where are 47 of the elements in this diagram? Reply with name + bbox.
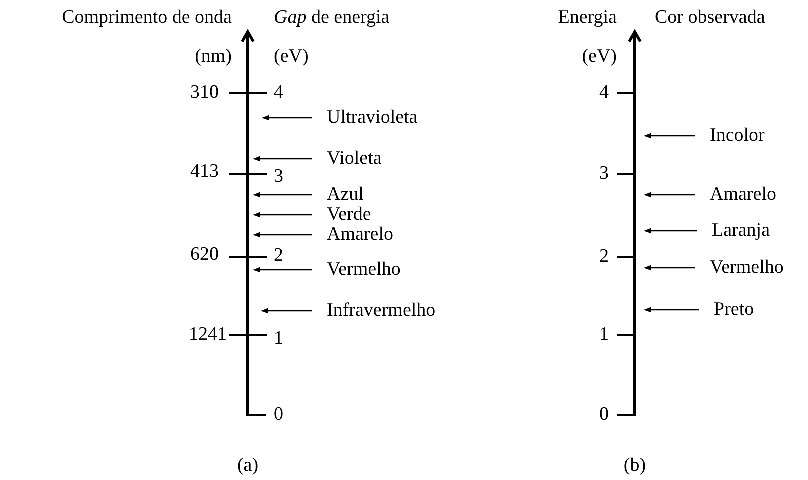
leader-arrow bbox=[644, 192, 695, 198]
leader-arrow bbox=[644, 307, 699, 313]
leader-arrow bbox=[644, 133, 695, 139]
axis-title: Gap de energia bbox=[274, 7, 390, 29]
tick-label: 2 bbox=[600, 249, 609, 265]
color-name: Vermelho bbox=[710, 257, 784, 279]
leader-arrow bbox=[262, 115, 312, 121]
color-name: Incolor bbox=[710, 125, 765, 147]
axis-unit: (eV) bbox=[274, 46, 309, 68]
leader-arrow bbox=[253, 232, 312, 238]
tick-label: 1 bbox=[600, 327, 609, 343]
axis-title: Energia bbox=[558, 7, 617, 29]
color-name: Amarelo bbox=[710, 184, 776, 206]
color-name: Preto bbox=[714, 299, 754, 321]
tick-label: 3 bbox=[600, 166, 609, 182]
color-name: Laranja bbox=[712, 220, 770, 242]
leader-arrow bbox=[253, 212, 312, 218]
leader-arrow bbox=[644, 265, 695, 271]
tick-label: 4 bbox=[600, 85, 609, 101]
leader-arrow bbox=[253, 156, 312, 162]
leader-arrow bbox=[644, 228, 697, 234]
leader-arrow bbox=[253, 192, 312, 198]
panel-label: (b) bbox=[624, 455, 646, 477]
color-name: Azul bbox=[327, 184, 364, 206]
tick-label: 4 bbox=[274, 85, 284, 101]
tick-label: 620 bbox=[190, 247, 219, 263]
color-name: Infravermelho bbox=[327, 300, 436, 322]
panel-label: (a) bbox=[237, 455, 259, 477]
axis-title: Cor observada bbox=[655, 7, 766, 29]
tick-label: 1241 bbox=[189, 327, 227, 343]
color-name: Ultravioleta bbox=[327, 107, 418, 129]
leader-arrow bbox=[253, 267, 312, 273]
color-name: Vermelho bbox=[327, 259, 401, 281]
color-name: Violeta bbox=[327, 148, 382, 170]
axis-unit: (nm) bbox=[195, 46, 232, 68]
axis-unit: (eV) bbox=[582, 46, 617, 68]
tick-label: 310 bbox=[190, 85, 219, 101]
tick-label: 2 bbox=[274, 248, 284, 264]
tick-label: 3 bbox=[274, 169, 284, 185]
tick-label: 0 bbox=[274, 407, 284, 423]
color-name: Verde bbox=[327, 204, 372, 226]
color-name: Amarelo bbox=[327, 224, 394, 246]
tick-label: 0 bbox=[600, 407, 609, 423]
tick-label: 413 bbox=[190, 164, 219, 180]
leader-arrow bbox=[261, 308, 312, 314]
axis-title: Comprimento de onda bbox=[62, 7, 232, 29]
tick-label: 1 bbox=[274, 331, 284, 347]
